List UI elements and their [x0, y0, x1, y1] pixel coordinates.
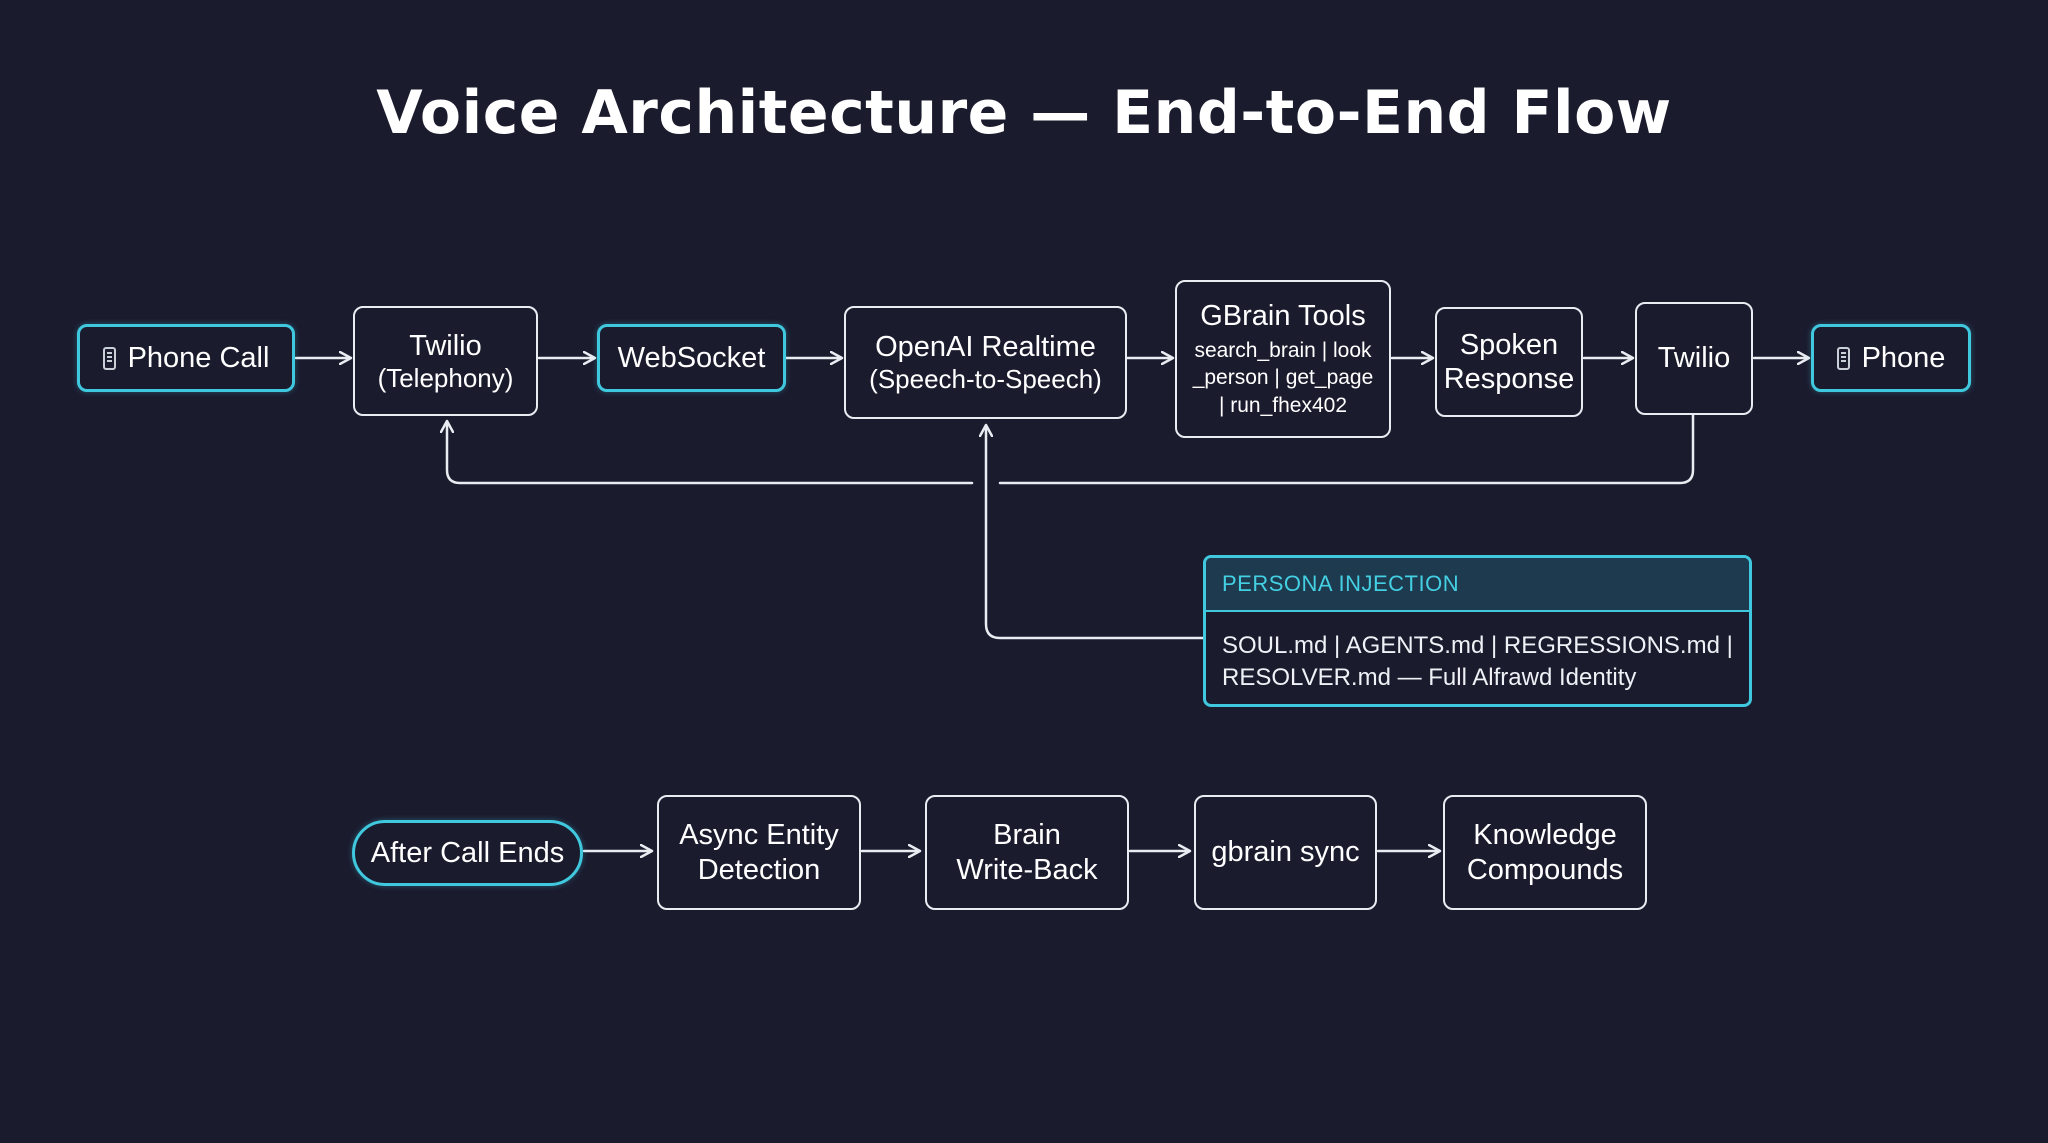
persona-injection-identity: RESOLVER.md — Full Alfrawd Identity: [1222, 663, 1637, 691]
diagram-title: Voice Architecture — End-to-End Flow: [376, 78, 1672, 148]
node-brain-write-back-line1: Brain: [993, 819, 1061, 852]
node-knowledge-compounds-line1: Knowledge: [1473, 819, 1617, 852]
node-twilio-out-label: Twilio: [1657, 342, 1731, 375]
node-spoken-response-line1: Spoken: [1459, 328, 1559, 361]
node-openai-realtime-title: OpenAI Realtime: [875, 331, 1096, 364]
persona-injection-panel[interactable]: PERSONA INJECTION SOUL.md | AGENTS.md | …: [1203, 555, 1752, 707]
mobile-phone-icon: [1836, 346, 1850, 370]
gbrain-tools-line: _person | get_page: [1192, 366, 1374, 390]
persona-injection-files: SOUL.md | AGENTS.md | REGRESSIONS.md |: [1222, 632, 1733, 659]
node-gbrain-tools[interactable]: GBrain Tools search_brain | look _person…: [1175, 280, 1391, 438]
node-gbrain-sync-label: gbrain sync: [1211, 836, 1360, 869]
return-line-left: [447, 422, 974, 485]
node-openai-realtime-subtitle: (Speech-to-Speech): [869, 364, 1102, 395]
node-brain-write-back[interactable]: Brain Write-Back: [925, 795, 1129, 910]
node-websocket[interactable]: WebSocket: [597, 324, 786, 392]
node-websocket-label: WebSocket: [617, 341, 766, 374]
node-async-entity-detection-line2: Detection: [697, 853, 821, 886]
node-phone-call-label: Phone Call: [127, 341, 270, 374]
node-phone[interactable]: Phone: [1811, 324, 1971, 392]
node-phone-call[interactable]: Phone Call: [77, 324, 295, 392]
node-after-call-ends[interactable]: After Call Ends: [352, 820, 583, 886]
node-gbrain-sync[interactable]: gbrain sync: [1194, 795, 1377, 910]
node-knowledge-compounds[interactable]: Knowledge Compounds: [1443, 795, 1647, 910]
node-spoken-response[interactable]: Spoken Response: [1435, 307, 1583, 417]
node-twilio-telephony[interactable]: Twilio (Telephony): [353, 306, 538, 416]
return-line-right: [998, 412, 1695, 485]
node-after-call-ends-label: After Call Ends: [370, 836, 565, 869]
node-twilio-out[interactable]: Twilio: [1635, 302, 1753, 415]
gbrain-tools-line: search_brain | look: [1194, 339, 1372, 363]
gbrain-tools-line: | run_fhex402: [1218, 393, 1348, 417]
arrow-persona-to-openai: [986, 426, 1205, 640]
node-openai-realtime[interactable]: OpenAI Realtime (Speech-to-Speech): [844, 306, 1127, 419]
node-gbrain-tools-title: GBrain Tools: [1200, 299, 1366, 332]
node-phone-label: Phone: [1861, 341, 1946, 374]
node-async-entity-detection-line1: Async Entity: [679, 819, 839, 852]
persona-injection-header: PERSONA INJECTION: [1206, 558, 1749, 612]
node-brain-write-back-line2: Write-Back: [956, 853, 1098, 886]
node-twilio-telephony-subtitle: (Telephony): [377, 362, 514, 393]
node-async-entity-detection[interactable]: Async Entity Detection: [657, 795, 861, 910]
node-spoken-response-line2: Response: [1443, 363, 1575, 395]
node-knowledge-compounds-line2: Compounds: [1466, 853, 1624, 886]
mobile-phone-icon: [102, 346, 116, 370]
node-twilio-telephony-title: Twilio: [409, 329, 482, 362]
